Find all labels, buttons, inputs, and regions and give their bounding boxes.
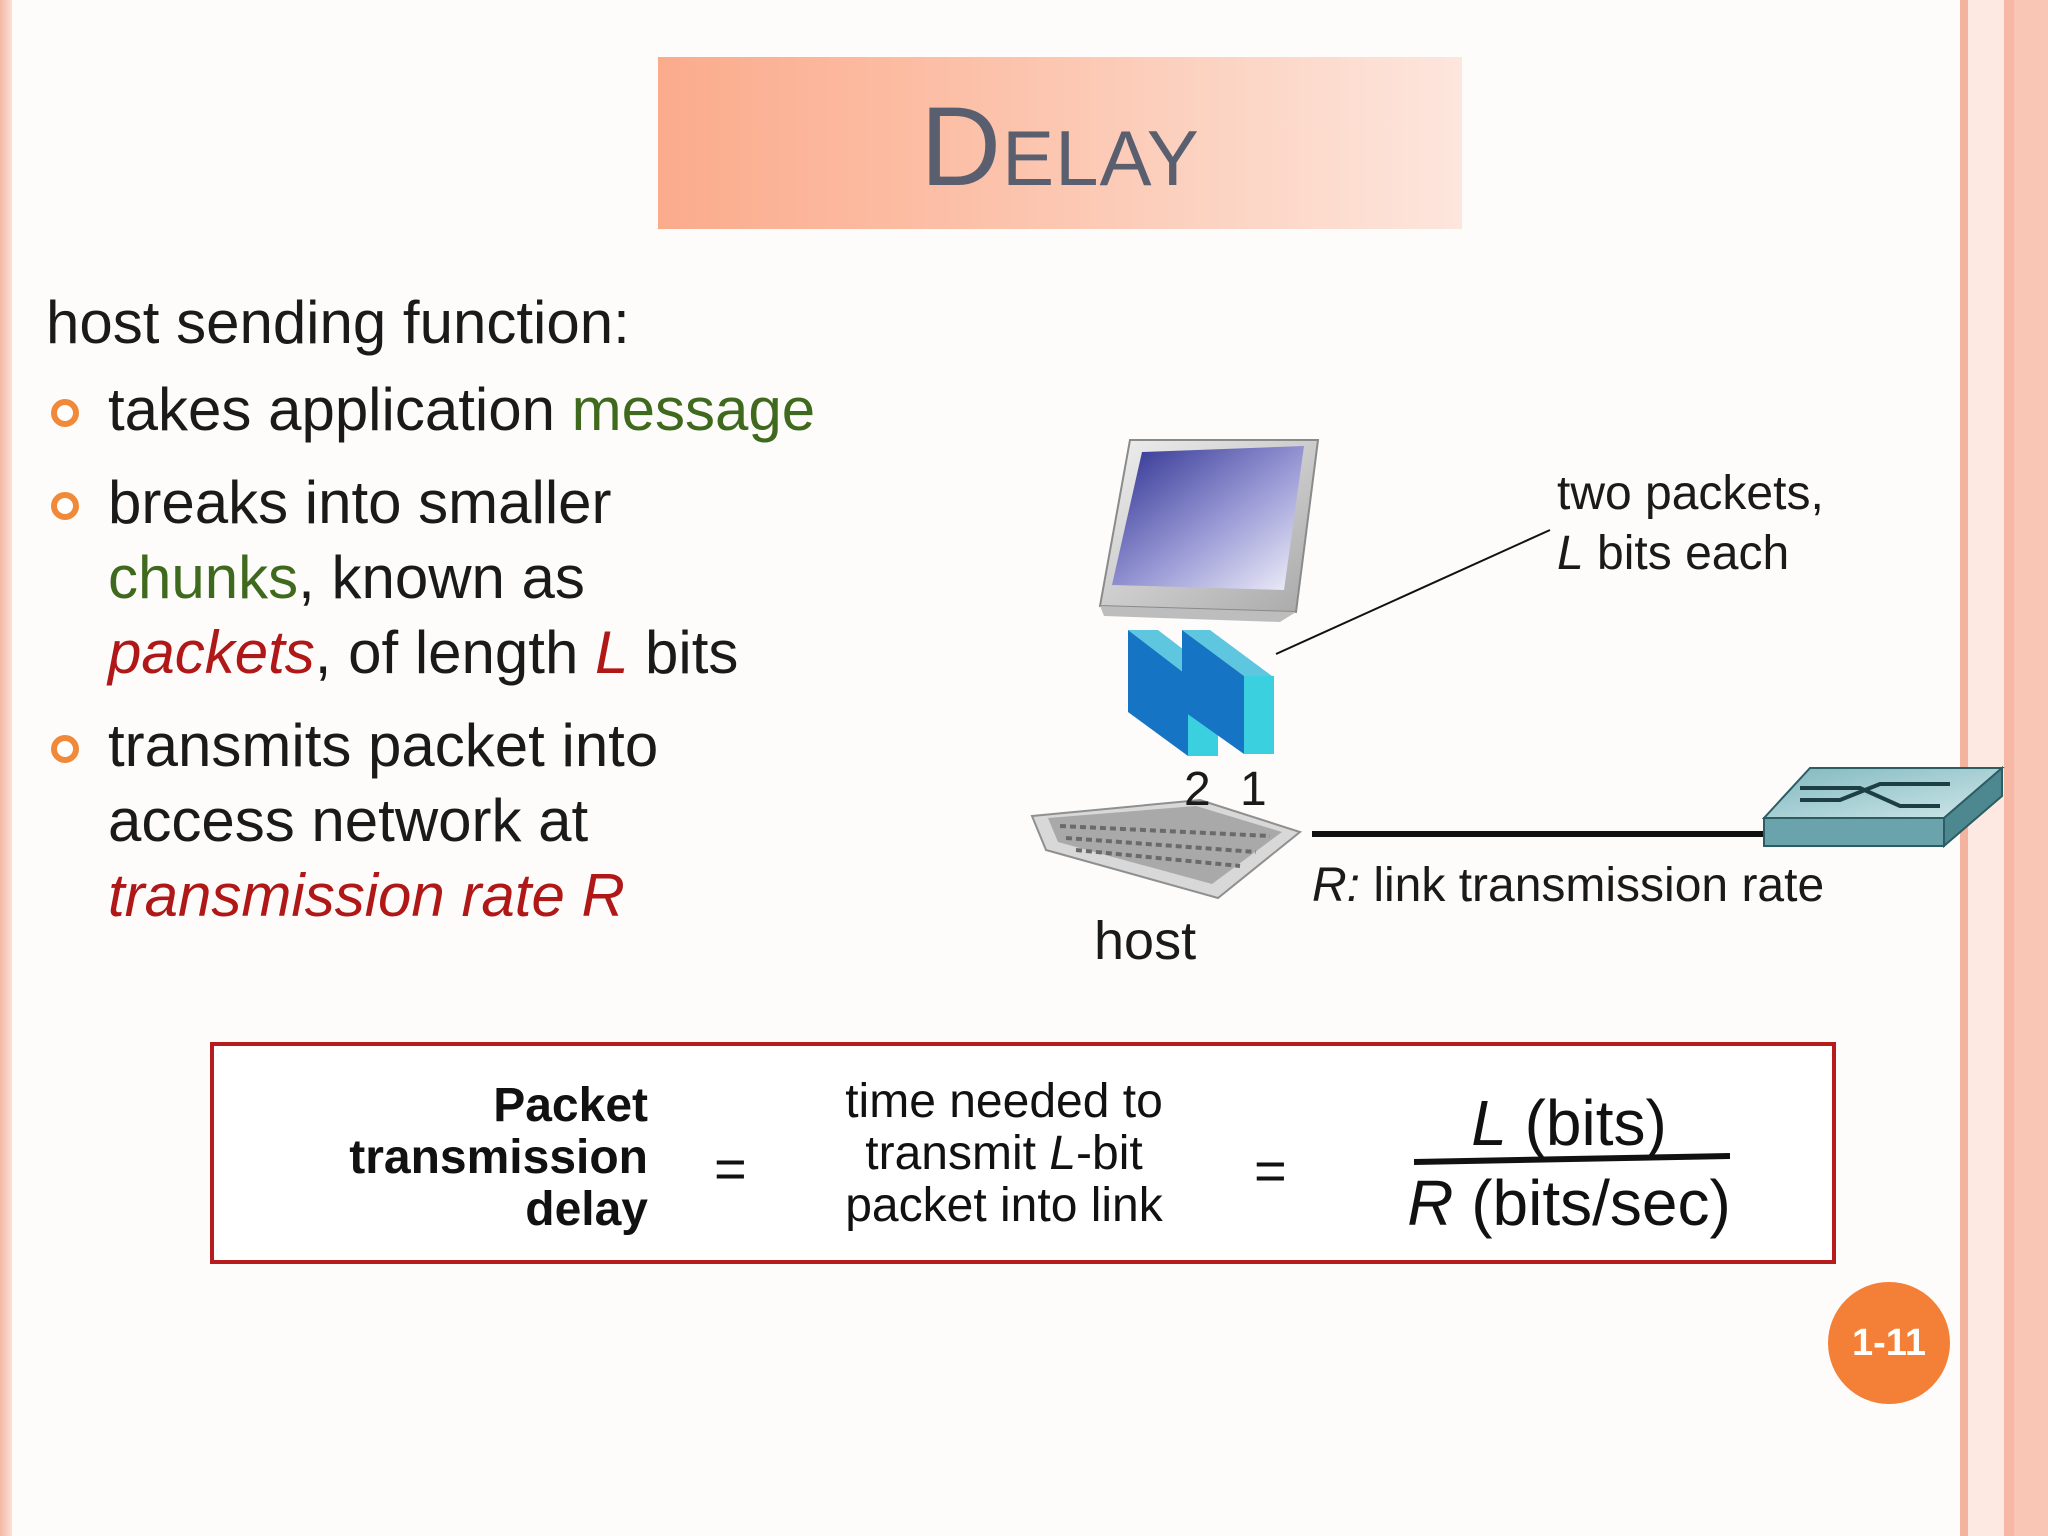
slide-title: Delay (920, 84, 1200, 209)
chunks-word: chunks (108, 544, 299, 611)
formula-box: Packet transmission delay = time needed … (210, 1042, 1836, 1264)
bullet-circle-icon (51, 735, 79, 763)
bullet-circle-icon (51, 399, 79, 427)
title-banner: Delay (658, 57, 1462, 229)
packets-word: packets (108, 619, 315, 686)
link-rate-label: R: link transmission rate (1312, 859, 1825, 912)
formula-term-name: Packet transmission delay (349, 1079, 648, 1236)
intro-text: host sending function: (46, 289, 630, 356)
message-word: message (571, 376, 816, 443)
transmission-rate-text: transmission rate R (108, 862, 625, 929)
page-number-badge: 1-11 (1828, 1282, 1950, 1404)
bullet-circle-icon (51, 492, 79, 520)
packet-icon (1182, 630, 1274, 754)
monitor-icon (1098, 439, 1320, 622)
bullet-item: transmits packet into access network at … (46, 708, 886, 933)
fraction-denominator: R (bits/sec) (1407, 1167, 1731, 1239)
bullet-item: takes application message (46, 372, 886, 447)
equals-sign: = (714, 1137, 747, 1200)
equals-sign: = (1254, 1139, 1287, 1202)
bullet-list: takes application message breaks into sm… (46, 372, 886, 951)
bullet-item: breaks into smaller chunks, known as pac… (46, 465, 886, 690)
slide-border-right (1960, 0, 2048, 1536)
formula-description: time needed to transmit L-bit packet int… (845, 1075, 1163, 1232)
packets-label-line1: two packets, (1557, 467, 1824, 520)
packet-number-2: 2 (1184, 763, 1211, 816)
packets-label-line2: L bits each (1557, 527, 1790, 580)
fraction-bar (1414, 1153, 1731, 1165)
packet-icon (1128, 630, 1218, 756)
packet-number-1: 1 (1240, 763, 1267, 816)
L-symbol: L (594, 619, 629, 686)
fraction-numerator: L (bits) (1471, 1087, 1667, 1159)
host-label: host (1094, 911, 1197, 971)
slide-border-left (0, 0, 12, 1536)
